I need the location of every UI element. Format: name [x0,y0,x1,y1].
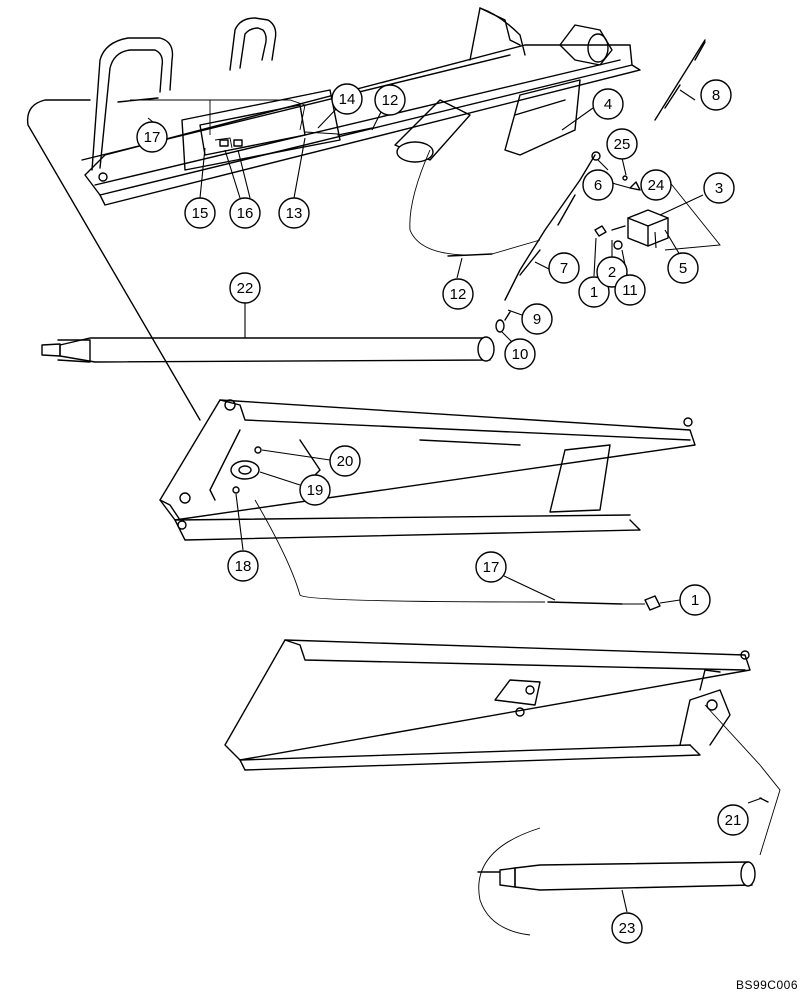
callout-14: 14 [331,83,363,115]
callout-1-top: 1 [578,276,610,308]
drawing-reference-code: BS99C006 [735,978,798,992]
middle-frame [159,399,696,611]
svg-text:3: 3 [715,180,723,197]
callout-20: 20 [329,445,361,477]
svg-text:1: 1 [590,284,598,301]
callout-3: 3 [703,172,735,204]
svg-text:19: 19 [307,482,324,499]
callout-13: 13 [278,197,310,229]
callout-8: 8 [700,79,732,111]
svg-text:1: 1 [691,592,699,609]
callout-21: 21 [717,804,749,836]
svg-text:23: 23 [619,920,636,937]
callout-25: 25 [606,128,638,160]
callout-10: 10 [504,338,536,370]
svg-text:4: 4 [604,96,612,113]
callout-6: 6 [582,169,614,201]
lower-frame [224,639,781,856]
callout-15: 15 [184,197,216,229]
callout-16: 16 [229,197,261,229]
callout-7: 7 [548,252,580,284]
svg-text:18: 18 [235,558,252,575]
callout-18: 18 [227,550,259,582]
callout-12-top: 12 [374,84,406,116]
callout-19: 19 [299,474,331,506]
callout-12-mid: 12 [442,278,474,310]
svg-text:6: 6 [594,177,602,194]
control-linkage [409,39,721,333]
svg-text:2: 2 [608,264,616,281]
svg-text:24: 24 [648,177,665,194]
callout-24: 24 [640,169,672,201]
callout-1-mid: 1 [679,584,711,616]
svg-text:12: 12 [450,286,467,303]
callout-23: 23 [611,912,643,944]
callout-22: 22 [229,272,261,304]
svg-text:14: 14 [339,91,356,108]
svg-text:17: 17 [483,559,500,576]
svg-text:15: 15 [192,205,209,222]
upper-frame [26,7,641,421]
svg-text:8: 8 [712,87,720,104]
svg-text:25: 25 [614,136,631,153]
callout-11: 11 [614,274,646,306]
callout-17-mid: 17 [475,551,507,583]
svg-text:21: 21 [725,812,742,829]
callout-4: 4 [592,88,624,120]
svg-text:17: 17 [144,129,161,146]
svg-text:20: 20 [337,453,354,470]
svg-text:13: 13 [286,205,303,222]
callout-17-top: 17 [136,121,168,153]
svg-text:9: 9 [533,311,541,328]
cylinder-23 [477,827,756,936]
svg-text:22: 22 [237,280,254,297]
svg-text:10: 10 [512,346,529,363]
svg-text:5: 5 [679,260,687,277]
svg-text:7: 7 [560,260,568,277]
svg-text:12: 12 [382,92,399,109]
svg-text:16: 16 [237,205,254,222]
cylinder-22 [41,336,495,363]
svg-text:11: 11 [622,282,638,299]
callout-5: 5 [667,252,699,284]
callout-9: 9 [521,303,553,335]
